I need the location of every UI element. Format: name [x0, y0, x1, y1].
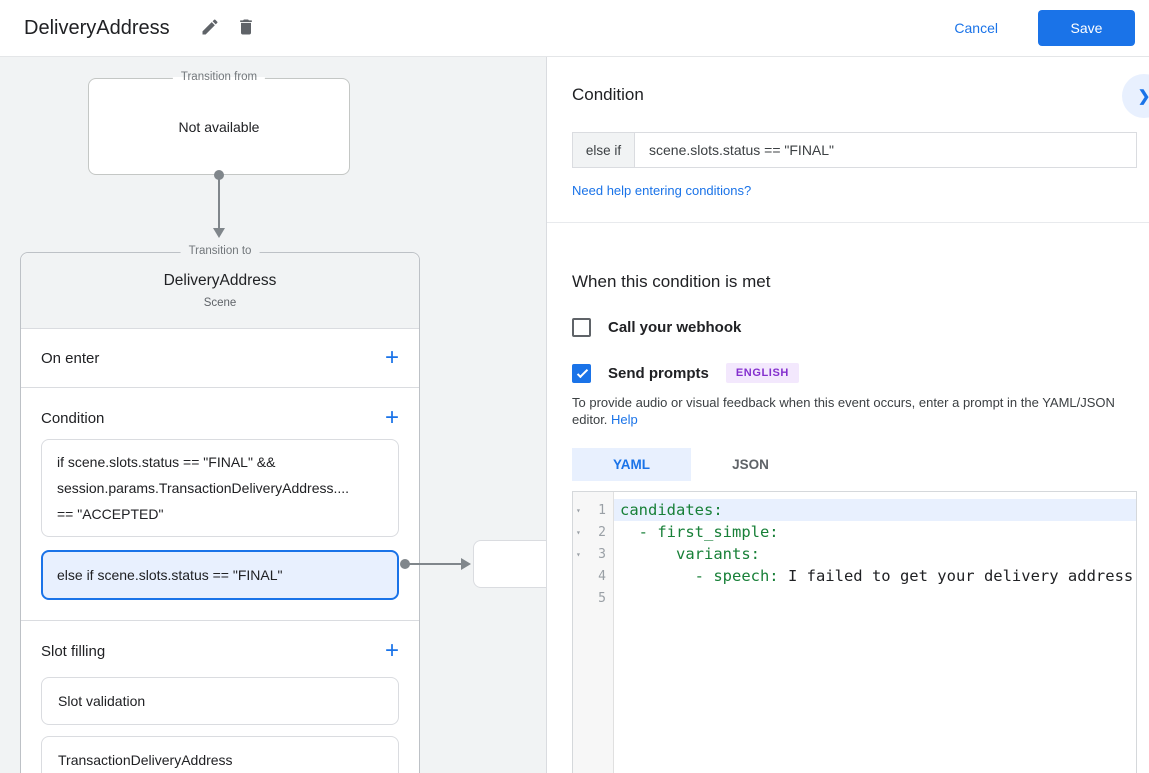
scene-node-header[interactable]: DeliveryAddress Scene: [21, 253, 419, 329]
condition-editor-row: else if: [572, 132, 1137, 168]
webhook-row: Call your webhook: [572, 318, 1149, 337]
connector-dot: [214, 170, 224, 180]
line-number: 3: [598, 546, 606, 562]
on-enter-section: On enter +: [21, 329, 419, 388]
pencil-icon: [200, 17, 220, 40]
language-badge: ENGLISH: [725, 363, 799, 383]
on-enter-label: On enter: [41, 349, 100, 367]
tab-json[interactable]: JSON: [691, 448, 810, 481]
transition-from-content: Not available: [178, 118, 260, 135]
trash-icon: [236, 17, 256, 40]
condition-section-label: Condition: [41, 409, 105, 427]
fold-arrow-icon[interactable]: ▾: [576, 505, 581, 515]
add-condition-button[interactable]: +: [384, 404, 399, 431]
send-prompts-checkbox[interactable]: [572, 363, 591, 383]
fold-arrow-icon[interactable]: ▾: [576, 549, 581, 559]
code-line[interactable]: variants:: [614, 543, 1136, 565]
send-prompts-row: Send prompts ENGLISH: [572, 363, 1149, 383]
editor-code-area[interactable]: candidates: - first_simple: variants: - …: [614, 492, 1136, 773]
condition-heading: Condition: [572, 85, 644, 104]
arrowhead-right-icon: [461, 558, 471, 570]
transition-to-legend: Transition to: [180, 245, 260, 257]
condition-card-line: if scene.slots.status == "FINAL" &&: [57, 454, 276, 470]
scene-diagram-canvas: Transition from Not available Transition…: [0, 57, 547, 773]
tab-yaml[interactable]: YAML: [572, 448, 691, 481]
edit-title-button[interactable]: [192, 9, 228, 48]
gutter-line: ▾3: [573, 543, 613, 565]
page-title: DeliveryAddress: [24, 16, 170, 39]
delete-scene-button[interactable]: [228, 9, 264, 48]
condition-operator-label: else if: [573, 133, 635, 167]
transition-target-node[interactable]: [473, 540, 546, 588]
panel-divider: [547, 222, 1149, 223]
condition-section: Condition + if scene.slots.status == "FI…: [21, 388, 419, 621]
condition-card-line: == "ACCEPTED": [57, 506, 164, 522]
line-number: 4: [598, 568, 606, 584]
call-webhook-checkbox[interactable]: [572, 318, 591, 337]
code-segment: candidates:: [620, 501, 723, 519]
add-on-enter-button[interactable]: +: [384, 344, 399, 371]
scene-node: Transition to DeliveryAddress Scene On e…: [20, 245, 420, 773]
code-line[interactable]: [614, 587, 1136, 609]
code-line[interactable]: - first_simple:: [614, 521, 1136, 543]
code-line[interactable]: - speech: I failed to get your delivery …: [614, 565, 1136, 587]
code-segment: variants:: [620, 545, 760, 563]
gutter-line: ▾2: [573, 521, 613, 543]
topbar: DeliveryAddress Cancel Save: [0, 0, 1149, 57]
checkmark-icon: [576, 366, 589, 378]
condition-help-link[interactable]: Need help entering conditions?: [572, 183, 752, 198]
scene-node-title: DeliveryAddress: [163, 272, 277, 289]
scene-node-type: Scene: [203, 297, 237, 309]
connector-line-vertical: [218, 179, 220, 229]
condition-expression-input[interactable]: [635, 133, 1136, 167]
transition-from-legend: Transition from: [172, 71, 266, 83]
condition-card-selected[interactable]: else if scene.slots.status == "FINAL": [41, 550, 399, 600]
cancel-button[interactable]: Cancel: [936, 12, 1016, 44]
arrowhead-down-icon: [213, 228, 225, 238]
code-segment: I failed to get your delivery address: [778, 567, 1134, 585]
send-prompts-label[interactable]: Send prompts: [608, 364, 709, 382]
when-met-heading: When this condition is met: [572, 272, 771, 291]
connector-line-horizontal: [409, 563, 461, 565]
fold-arrow-icon[interactable]: ▾: [576, 527, 581, 537]
chevron-right-icon: ❯: [1138, 88, 1149, 105]
connector-dot: [400, 559, 410, 569]
gutter-line: ▾1: [573, 499, 613, 521]
line-number: 1: [598, 502, 606, 518]
slot-filling-section-label: Slot filling: [41, 642, 106, 660]
condition-card[interactable]: if scene.slots.status == "FINAL" && sessi…: [41, 439, 399, 537]
condition-detail-panel: ❯ Condition else if Need help entering c…: [547, 57, 1149, 773]
code-line[interactable]: candidates:: [614, 499, 1136, 521]
code-segment: - speech:: [620, 567, 779, 585]
transition-from-box: Transition from Not available: [88, 71, 350, 175]
slot-card[interactable]: Slot validation: [41, 677, 399, 725]
condition-card-line: else if scene.slots.status == "FINAL": [57, 567, 283, 583]
code-segment: - first_simple:: [620, 523, 779, 541]
save-button[interactable]: Save: [1038, 10, 1135, 46]
gutter-line: 5: [573, 587, 613, 609]
call-webhook-label[interactable]: Call your webhook: [608, 319, 742, 336]
hint-help-link[interactable]: Help: [611, 412, 638, 427]
line-number: 5: [598, 590, 606, 606]
gutter-line: 4: [573, 565, 613, 587]
condition-card-line: session.params.TransactionDeliveryAddres…: [57, 480, 350, 496]
line-number: 2: [598, 524, 606, 540]
slot-card[interactable]: TransactionDeliveryAddress: [41, 736, 399, 773]
prompt-hint-text: To provide audio or visual feedback when…: [572, 395, 1115, 427]
add-slot-button[interactable]: +: [384, 637, 399, 664]
